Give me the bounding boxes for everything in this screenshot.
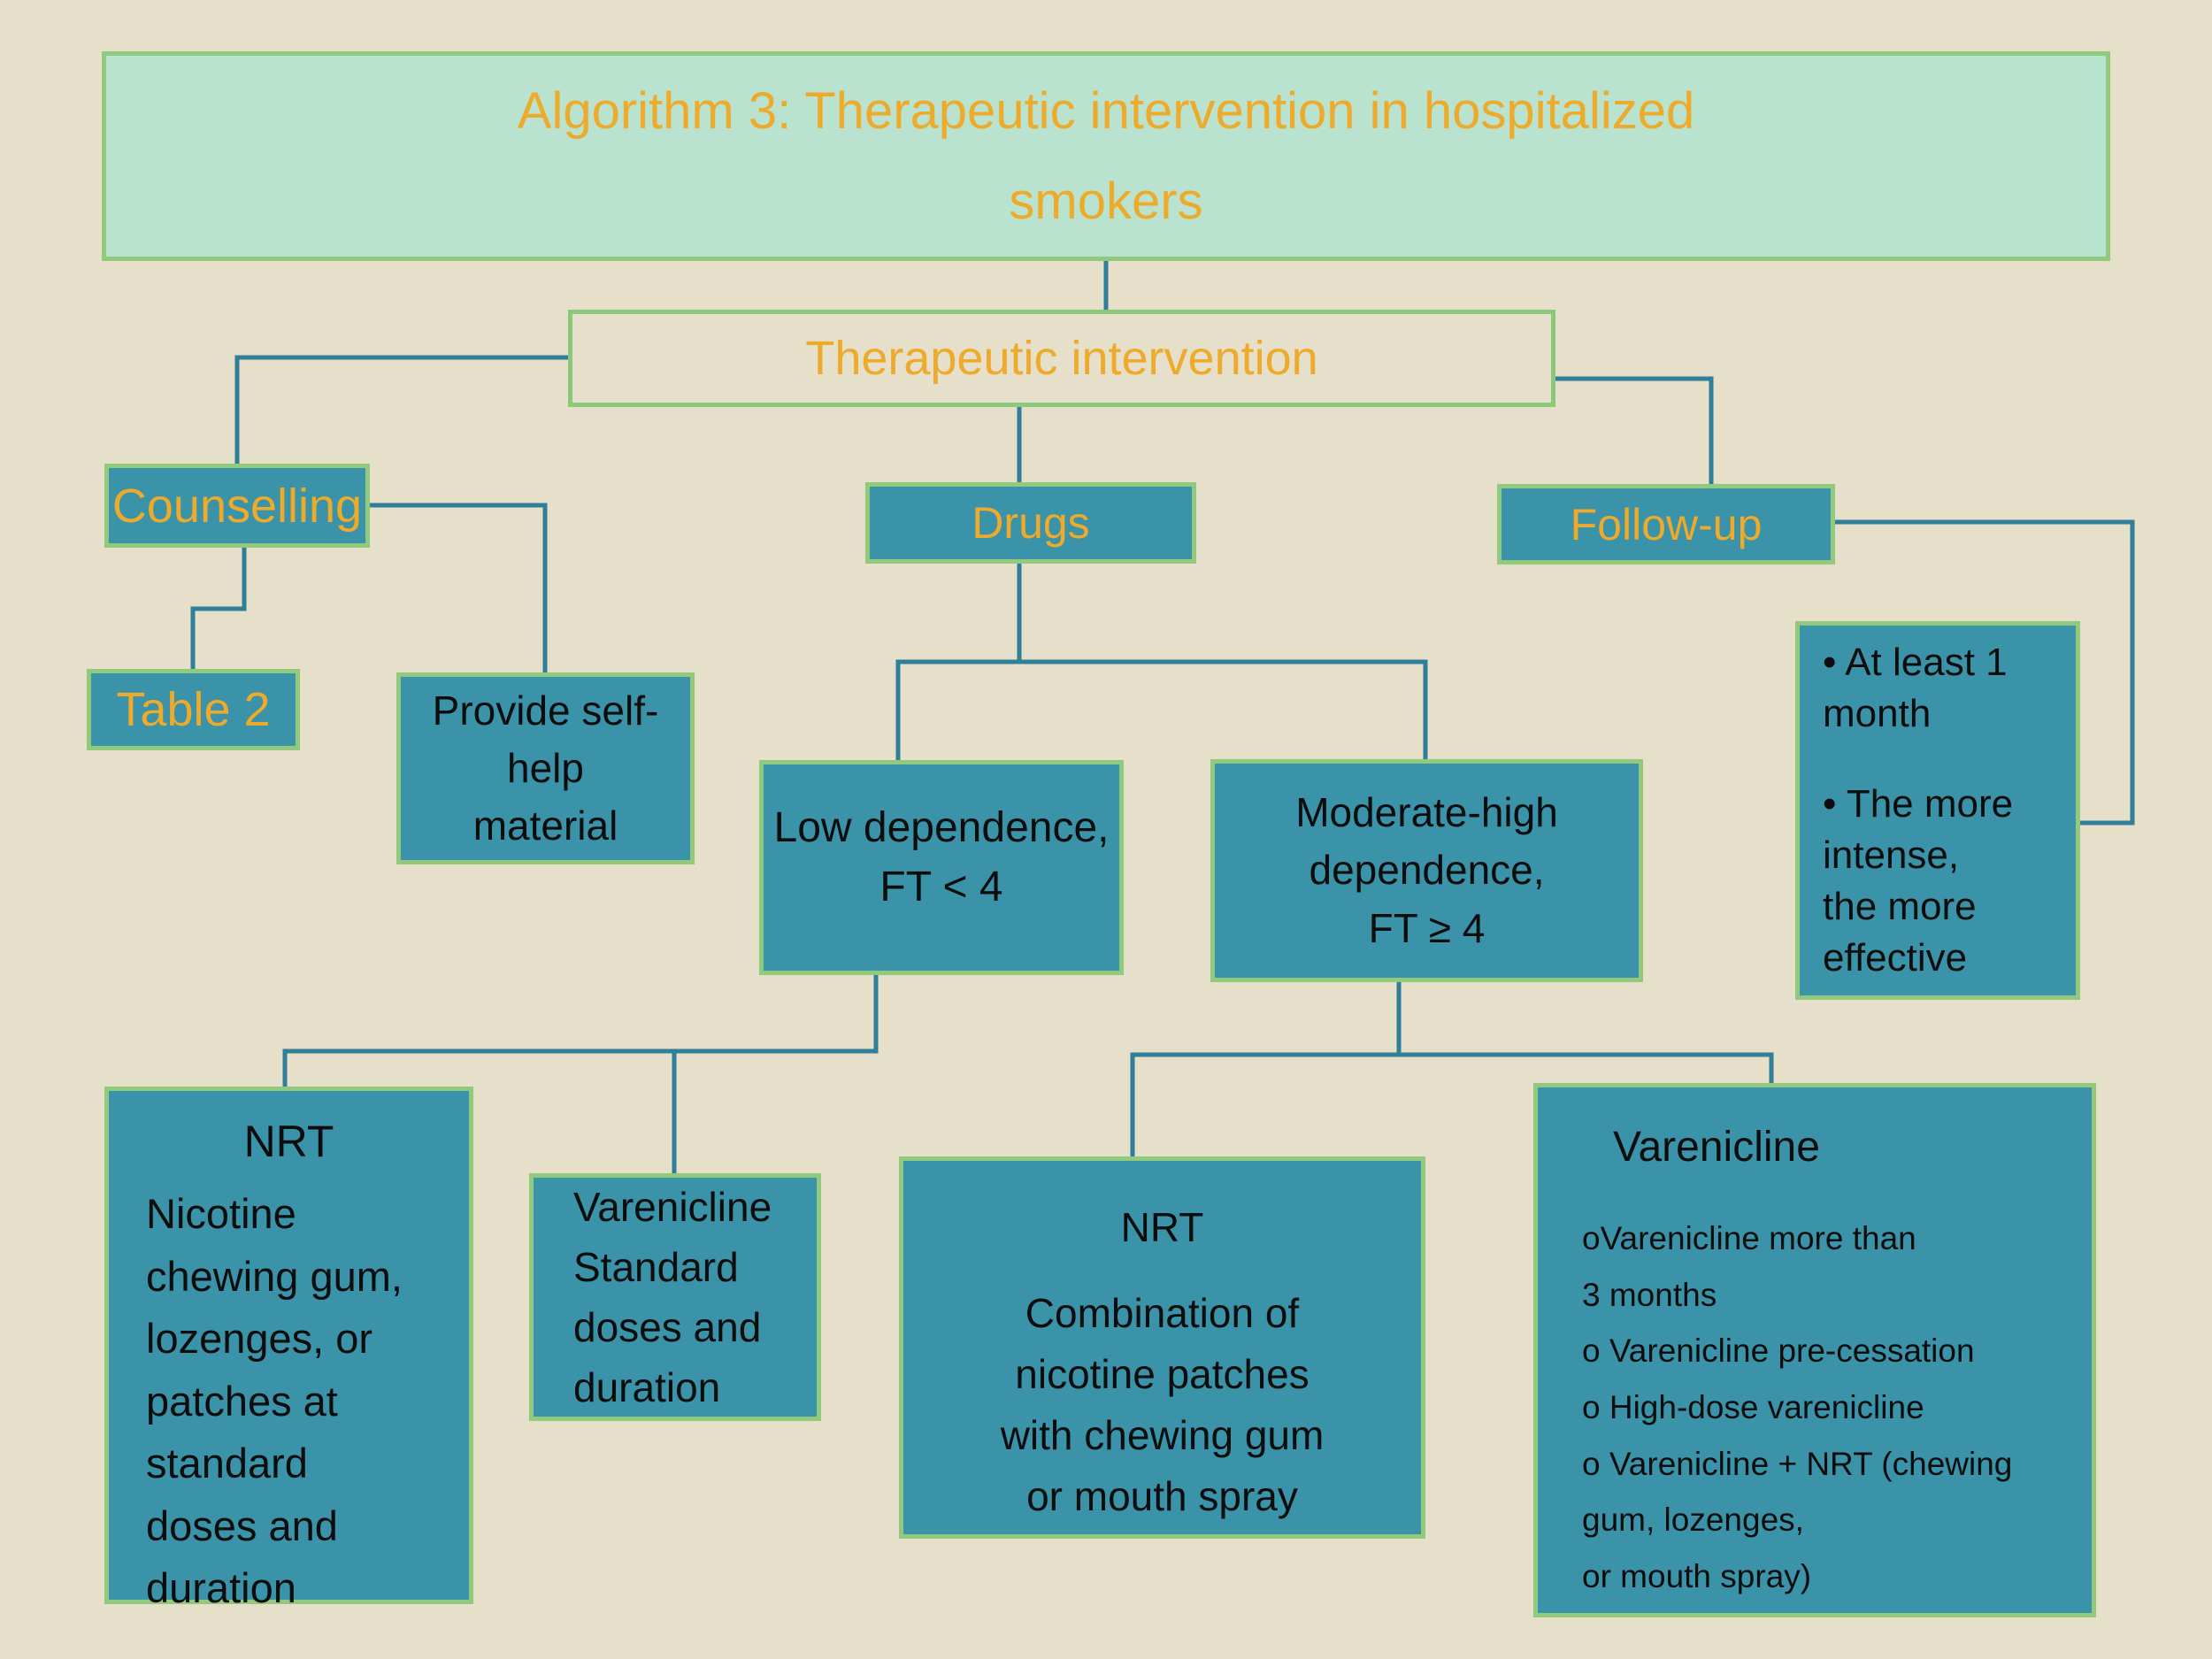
node-drugs-label: Drugs (972, 498, 1090, 548)
connector-therapeutic-to-counselling (234, 355, 571, 466)
node-varenicline-moderate-body: oVarenicline more than 3 months o Vareni… (1582, 1220, 2013, 1594)
node-follow-up-label: Follow-up (1570, 499, 1763, 549)
node-nrt-moderate-dependence: NRT Combination of nicotine patches with… (899, 1156, 1425, 1539)
node-low-dependence-label: Low dependence, FT < 4 (773, 804, 1110, 911)
node-therapeutic-intervention-label: Therapeutic intervention (805, 332, 1318, 385)
node-varenicline-moderate-heading: Varenicline (1613, 1124, 1820, 1171)
connector-drugs-branch (895, 561, 1428, 763)
follow-up-bullet-1: • At least 1 month (1823, 640, 2008, 735)
follow-up-bullet-2: • The more intense, the more effective (1823, 781, 2014, 980)
node-table-2-label: Table 2 (116, 683, 271, 736)
node-moderate-high-dependence-label: Moderate-high dependence, FT ≥ 4 (1295, 789, 1558, 951)
node-varenicline-low-dependence: Varenicline Standard doses and duration (529, 1173, 821, 1421)
node-counselling: Counselling (104, 464, 370, 548)
title-text: Algorithm 3: Therapeutic intervention in… (517, 82, 1695, 230)
node-nrt-low-heading: NRT (243, 1117, 334, 1166)
node-nrt-moderate-heading: NRT (1120, 1204, 1204, 1250)
node-moderate-high-dependence: Moderate-high dependence, FT ≥ 4 (1210, 759, 1643, 982)
node-varenicline-moderate-dependence: Varenicline oVarenicline more than 3 mon… (1533, 1083, 2096, 1617)
node-nrt-low-dependence: NRT Nicotine chewing gum, lozenges, or p… (104, 1087, 473, 1611)
connector-moddep-branch (1130, 979, 1774, 1159)
node-self-help-material-label: Provide self- help material (432, 687, 659, 849)
connector-followup-to-details (1832, 519, 2135, 826)
node-drugs: Drugs (865, 482, 1196, 564)
node-varenicline-low-body: Varenicline Standard doses and duration (573, 1183, 772, 1411)
node-nrt-moderate-body: Combination of nicotine patches with che… (1000, 1290, 1325, 1519)
node-follow-up-details: • At least 1 month • The more intense, t… (1795, 621, 2080, 1000)
node-table-2: Table 2 (87, 669, 300, 750)
node-low-dependence: Low dependence, FT < 4 (759, 760, 1124, 975)
node-self-help-material: Provide self- help material (396, 672, 695, 864)
node-nrt-low-body: Nicotine chewing gum, lozenges, or patch… (146, 1190, 403, 1611)
connector-therapeutic-to-followup (1553, 376, 1714, 487)
connector-lowdep-branch (282, 972, 879, 1176)
connector-counselling-to-selfhelp (367, 503, 548, 675)
node-counselling-label: Counselling (111, 479, 363, 533)
title-banner: Algorithm 3: Therapeutic intervention in… (102, 51, 2110, 261)
connector-counselling-to-table2 (190, 545, 247, 672)
node-therapeutic-intervention: Therapeutic intervention (568, 310, 1555, 407)
node-follow-up: Follow-up (1497, 484, 1835, 565)
